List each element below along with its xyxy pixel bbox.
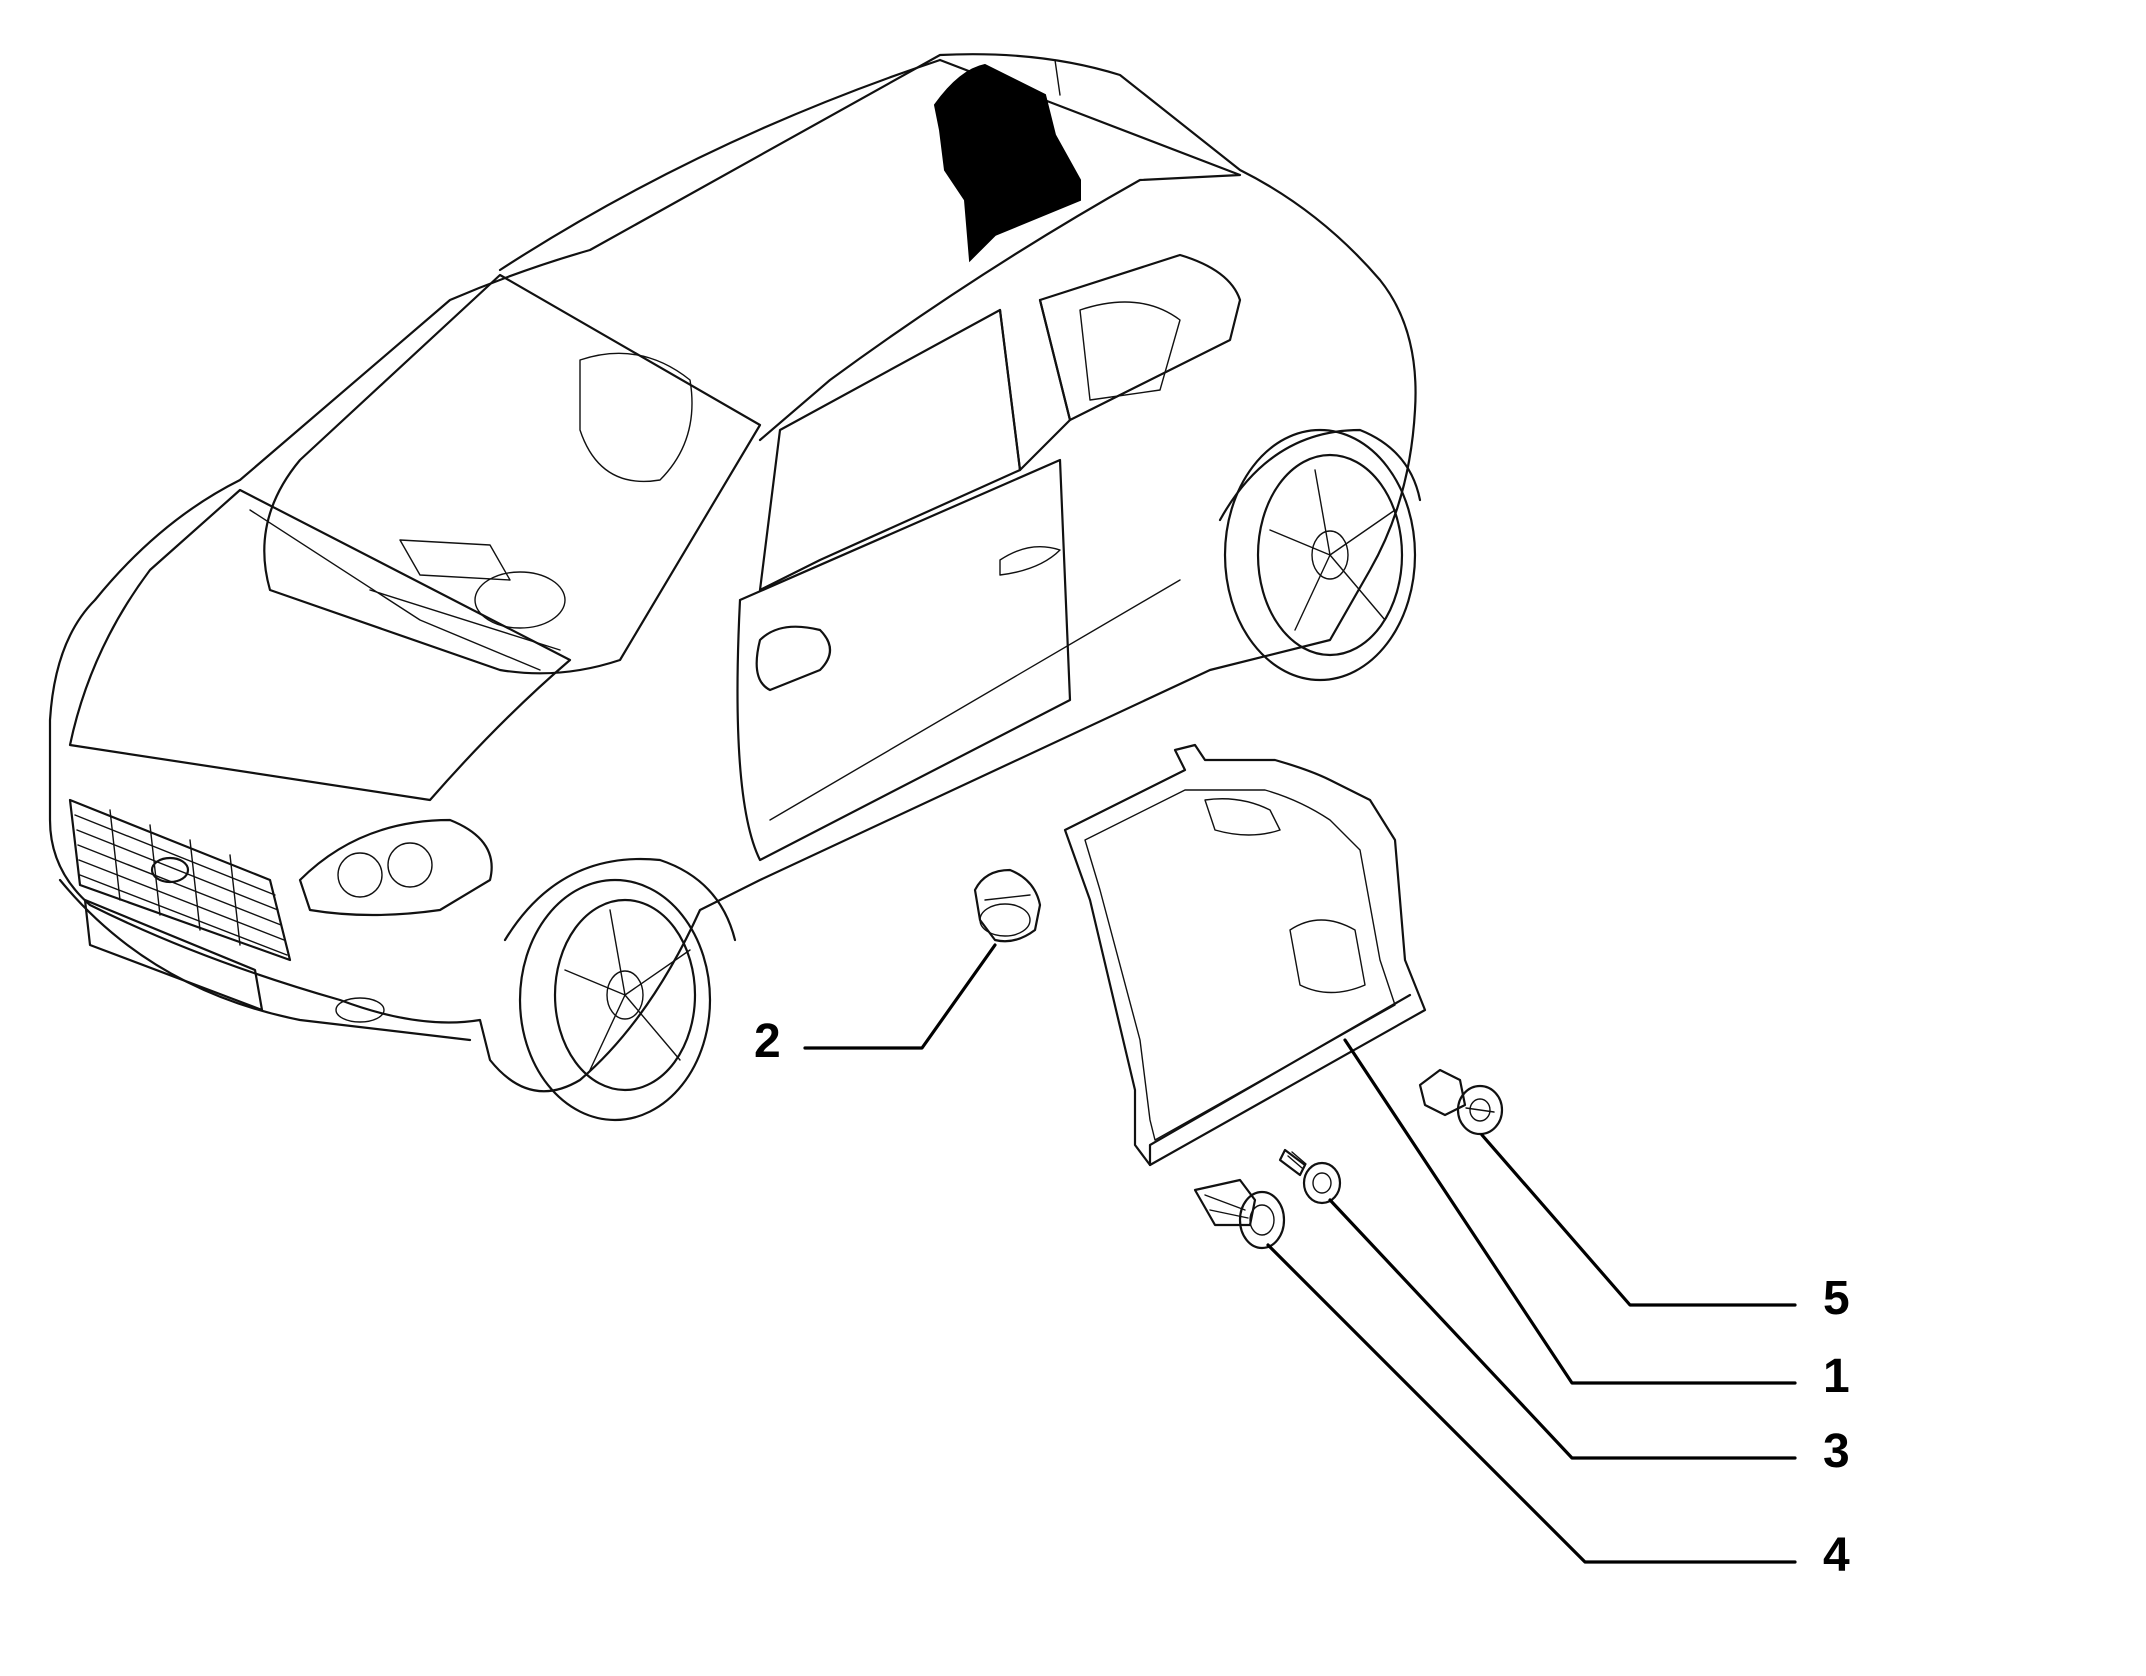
brand-badge — [150, 856, 190, 884]
callout-5: 5 — [1823, 1272, 1850, 1325]
part-2-plug — [973, 868, 1042, 943]
part-3-screw — [1278, 1148, 1342, 1205]
panel-outline — [1063, 743, 1427, 1167]
leader-line-5 — [1480, 1133, 1797, 1307]
callout-4: 4 — [1823, 1529, 1850, 1582]
panel-lower-hollow — [1289, 919, 1366, 994]
panel-inner-flange — [1084, 789, 1396, 1141]
seat-front — [579, 352, 693, 483]
headlight-lens-2 — [387, 842, 433, 888]
front-wheel — [518, 878, 712, 1122]
wiper-blade-right — [369, 589, 561, 651]
hood — [68, 488, 572, 802]
front-side-window — [758, 308, 1022, 592]
door-outline — [736, 458, 1072, 862]
door-handle — [999, 545, 1061, 576]
cowl-vent — [399, 539, 511, 581]
panel-recess — [1204, 798, 1281, 836]
steering-wheel — [474, 571, 566, 629]
windshield — [263, 273, 762, 675]
front-bumper — [58, 878, 472, 1042]
callout-2: 2 — [754, 1015, 781, 1068]
panel-bottom-lip — [1148, 993, 1412, 1167]
rear-wheel — [1223, 428, 1417, 682]
grille-mesh — [74, 809, 288, 956]
highlighted-component — [933, 63, 1081, 263]
antenna — [1054, 59, 1061, 96]
leader-line-3 — [1328, 1198, 1797, 1460]
fog-light — [335, 997, 385, 1023]
wiper-blade-left — [249, 509, 541, 671]
b-pillar — [998, 298, 1072, 472]
part-1-panel — [1063, 743, 1427, 1167]
rear-side-window — [1038, 253, 1242, 422]
rear-seat — [1079, 301, 1181, 401]
headlight-lens-1 — [337, 852, 383, 898]
roof-line — [498, 58, 1242, 442]
side-mirror — [755, 625, 832, 692]
car-body-outline — [48, 53, 1417, 1093]
leader-line-1 — [1343, 1038, 1797, 1385]
headlight — [298, 818, 493, 917]
side-crease — [769, 579, 1181, 821]
front-wheel-arch — [503, 857, 737, 942]
rear-wheel-arch — [1218, 428, 1422, 522]
leader-line-2 — [803, 943, 997, 1050]
callout-1: 1 — [1823, 1350, 1850, 1403]
leader-line-4 — [1266, 1243, 1797, 1564]
part-4-clip — [1193, 1178, 1286, 1250]
front-grille — [68, 798, 292, 962]
callout-labels: 2 5 1 3 4 — [754, 1015, 1850, 1582]
car-illustration — [48, 53, 1422, 1122]
callout-3: 3 — [1823, 1425, 1850, 1478]
leader-lines — [803, 943, 1797, 1564]
part-5-rivet — [1418, 1068, 1504, 1136]
